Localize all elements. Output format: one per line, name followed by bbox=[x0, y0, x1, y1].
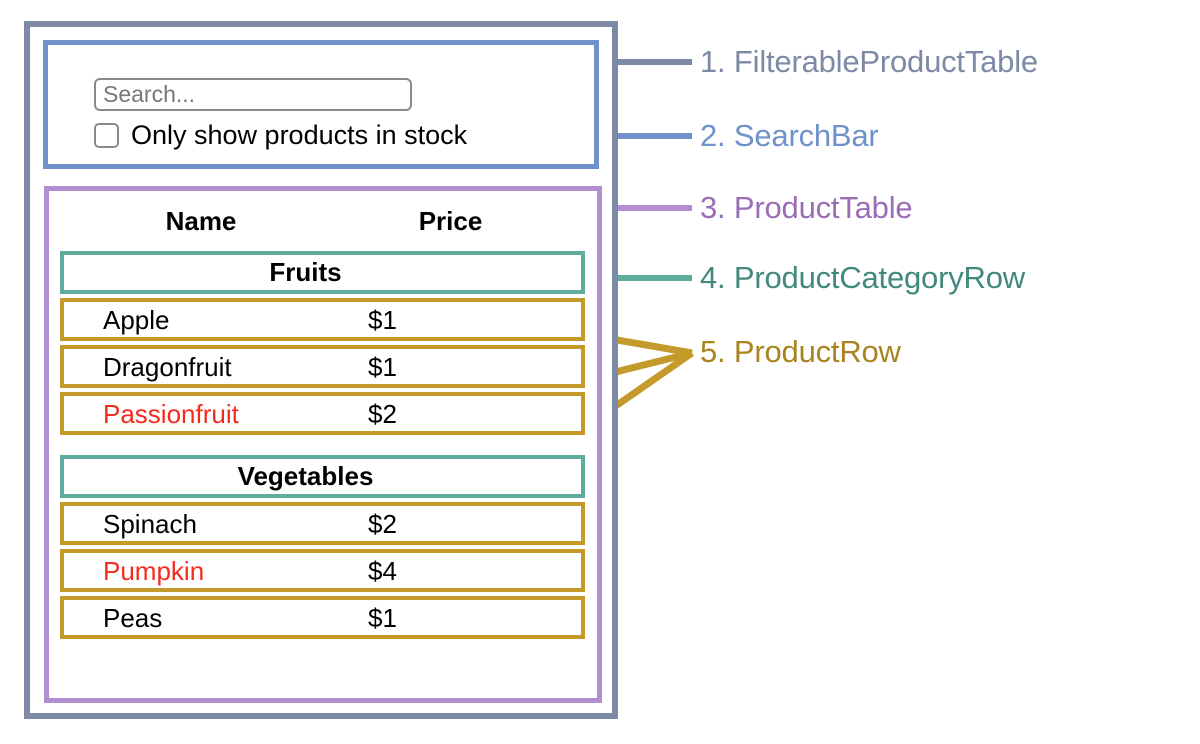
product-row[interactable]: Pumpkin $4 bbox=[60, 549, 585, 592]
legend-number-3: 3. bbox=[700, 190, 726, 225]
product-table-frame: Name Price Fruits Apple $1 Dragonfruit $… bbox=[44, 186, 602, 703]
group-spacer bbox=[60, 439, 585, 455]
in-stock-filter-row[interactable]: Only show products in stock bbox=[94, 122, 467, 149]
legend-label-1: FilterableProductTable bbox=[733, 44, 1038, 79]
column-header-name: Name bbox=[165, 205, 237, 236]
legend-label-2: SearchBar bbox=[733, 118, 879, 153]
product-price: $4 bbox=[368, 555, 397, 586]
product-name: Apple bbox=[103, 304, 170, 335]
product-table-header: Name Price bbox=[49, 199, 597, 243]
legend-label-5: ProductRow bbox=[733, 334, 901, 369]
product-name: Pumpkin bbox=[103, 555, 205, 586]
product-price: $2 bbox=[368, 508, 397, 539]
column-header-price: Price bbox=[418, 205, 483, 236]
legend-number-4: 4. bbox=[700, 260, 726, 295]
product-row[interactable]: Spinach $2 bbox=[60, 502, 585, 545]
product-row[interactable]: Passionfruit $2 bbox=[60, 392, 585, 435]
product-name: Spinach bbox=[103, 508, 197, 539]
legend-item-filterable-product-table: 1. FilterableProductTable bbox=[700, 44, 1038, 80]
product-category-row: Fruits bbox=[60, 251, 585, 294]
product-name: Peas bbox=[103, 602, 163, 633]
product-price: $1 bbox=[368, 304, 397, 335]
legend-item-product-row: 5. ProductRow bbox=[700, 334, 901, 370]
product-row[interactable]: Apple $1 bbox=[60, 298, 585, 341]
checkbox-icon[interactable] bbox=[94, 123, 119, 148]
product-row[interactable]: Peas $1 bbox=[60, 596, 585, 639]
legend-label-4: ProductCategoryRow bbox=[733, 260, 1025, 295]
legend-number-1: 1. bbox=[700, 44, 726, 79]
product-price: $2 bbox=[368, 398, 397, 429]
product-price: $1 bbox=[368, 602, 397, 633]
search-input[interactable]: Search... bbox=[94, 78, 412, 111]
legend-item-product-table: 3. ProductTable bbox=[700, 190, 913, 226]
search-bar-frame: Search... Only show products in stock bbox=[43, 40, 599, 169]
legend-number-2: 2. bbox=[700, 118, 726, 153]
product-row[interactable]: Dragonfruit $1 bbox=[60, 345, 585, 388]
product-name: Passionfruit bbox=[103, 398, 239, 429]
product-category-row: Vegetables bbox=[60, 455, 585, 498]
product-price: $1 bbox=[368, 351, 397, 382]
product-name: Dragonfruit bbox=[103, 351, 232, 382]
legend-item-search-bar: 2. SearchBar bbox=[700, 118, 879, 154]
product-category-label: Vegetables bbox=[237, 461, 374, 491]
search-input-placeholder: Search... bbox=[103, 81, 196, 107]
legend-number-5: 5. bbox=[700, 334, 726, 369]
in-stock-checkbox-label: Only show products in stock bbox=[131, 120, 468, 150]
legend-label-3: ProductTable bbox=[733, 190, 913, 225]
product-category-label: Fruits bbox=[269, 257, 342, 287]
legend-item-product-category-row: 4. ProductCategoryRow bbox=[700, 260, 1025, 296]
product-table-rows: Fruits Apple $1 Dragonfruit $1 Passionfr… bbox=[60, 251, 585, 643]
